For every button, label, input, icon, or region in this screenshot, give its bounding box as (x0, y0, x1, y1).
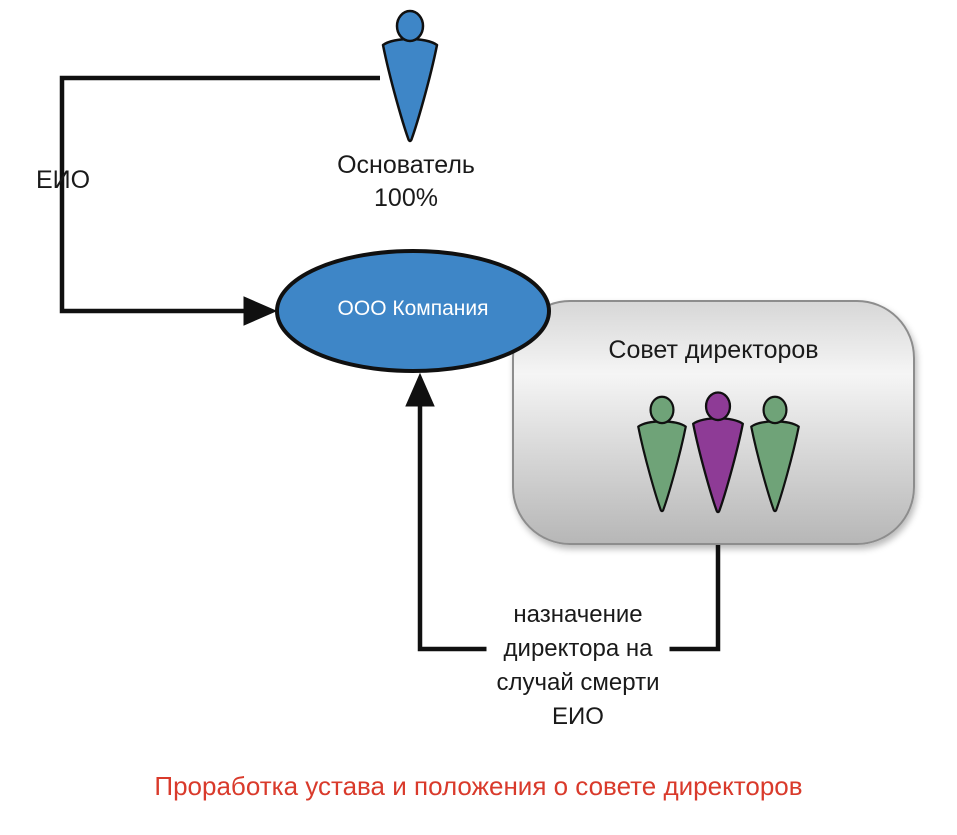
member-head (649, 395, 675, 425)
member-body (750, 420, 800, 513)
founder-label: Основатель 100% (337, 151, 475, 212)
board-member-icon-right (750, 395, 800, 513)
founder-head (395, 9, 425, 43)
board-title: Совет директоров (608, 336, 819, 364)
company-ellipse (275, 249, 551, 373)
caption: Проработка устава и положения о совете д… (154, 771, 803, 801)
member-body (637, 420, 687, 513)
board-member-icon-middle (692, 391, 744, 514)
member-head (762, 395, 788, 425)
founder-body (381, 37, 439, 143)
eio-connector-line (59, 75, 380, 314)
board-arrowhead (405, 372, 435, 407)
eio-arrowhead (243, 296, 278, 326)
board-member-icon-left (637, 395, 687, 513)
founder-icon (381, 9, 439, 143)
member-body (692, 417, 744, 514)
eio-label: ЕИО (36, 166, 91, 194)
company-label: ООО Компания (337, 297, 489, 320)
appointment-note: назначение директора на случай смерти ЕИ… (486, 598, 670, 734)
member-head (704, 391, 732, 422)
